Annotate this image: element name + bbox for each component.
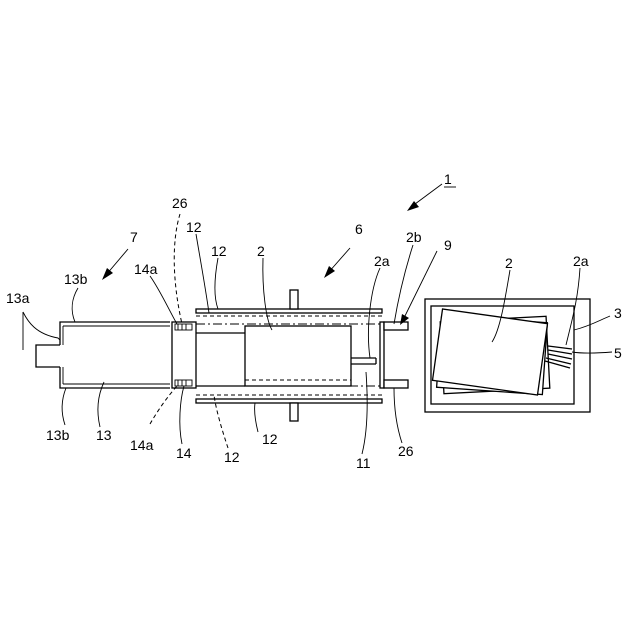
- label-6: 6: [355, 221, 363, 237]
- leader-13b-bottom: [62, 388, 66, 425]
- device-2-inserted: [245, 326, 376, 386]
- contact-block-11: [380, 322, 408, 388]
- label-2-device: 2: [257, 243, 265, 259]
- holder-outline-bottom: [60, 367, 170, 388]
- label-14: 14: [176, 445, 192, 461]
- leader-11: [362, 372, 367, 454]
- leader-26-top: [174, 214, 182, 324]
- leader-13: [98, 382, 104, 427]
- leader-2b: [394, 245, 413, 324]
- leader-13b-top: [72, 288, 78, 322]
- rail-mount-top: [290, 290, 298, 309]
- device-body: [245, 326, 351, 386]
- holder-nozzle-13a: [36, 345, 60, 367]
- label-12-bl: 12: [224, 449, 240, 465]
- label-13: 13: [96, 427, 112, 443]
- leader-14a-top: [150, 276, 177, 324]
- leader-14: [180, 386, 184, 444]
- leader-26-bottom: [394, 388, 402, 443]
- leader-12-tl: [196, 234, 209, 313]
- label-2a-rod: 2a: [374, 253, 390, 269]
- device-2-stored: [433, 309, 548, 395]
- contact-plate: [380, 322, 384, 388]
- connector-body: [172, 322, 196, 388]
- label-2b: 2b: [406, 229, 422, 245]
- rail-bottom-outer: [196, 399, 382, 403]
- label-9: 9: [444, 237, 452, 253]
- label-1: 1: [444, 171, 452, 187]
- leader-12-br: [255, 403, 258, 432]
- label-26-bottom: 26: [398, 443, 414, 459]
- label-14a-top: 14a: [134, 261, 158, 277]
- label-3: 3: [614, 305, 622, 321]
- label-13b-bottom: 13b: [46, 427, 70, 443]
- label-12-br: 12: [262, 431, 278, 447]
- holder-13a-leader-arc: [23, 312, 60, 340]
- arrow-6-head: [324, 266, 335, 278]
- label-12-tr: 12: [211, 243, 227, 259]
- label-12-tl: 12: [186, 219, 202, 235]
- label-2-stored: 2: [505, 255, 513, 271]
- contact-pin-9-top: [384, 322, 408, 330]
- label-13b-top: 13b: [64, 271, 88, 287]
- holder-13: [23, 312, 170, 388]
- rail-mount-bottom: [290, 403, 298, 421]
- arrow-7-head: [102, 268, 113, 280]
- label-2a-stored: 2a: [573, 253, 589, 269]
- label-26-top: 26: [172, 195, 188, 211]
- leader-12-tr: [215, 258, 218, 309]
- label-14a-bottom: 14a: [130, 437, 154, 453]
- connector-14: [172, 322, 196, 388]
- contact-pin-9-bottom: [384, 380, 408, 388]
- storage-case-3: [425, 299, 590, 412]
- label-5: 5: [614, 345, 622, 361]
- label-13a: 13a: [6, 290, 30, 306]
- holder-outline-top: [60, 322, 170, 345]
- leader-14a-bottom: [150, 386, 177, 424]
- leader-2-device: [263, 258, 272, 330]
- label-11: 11: [356, 455, 371, 471]
- label-7: 7: [130, 229, 138, 245]
- rail-top-outer: [196, 309, 382, 313]
